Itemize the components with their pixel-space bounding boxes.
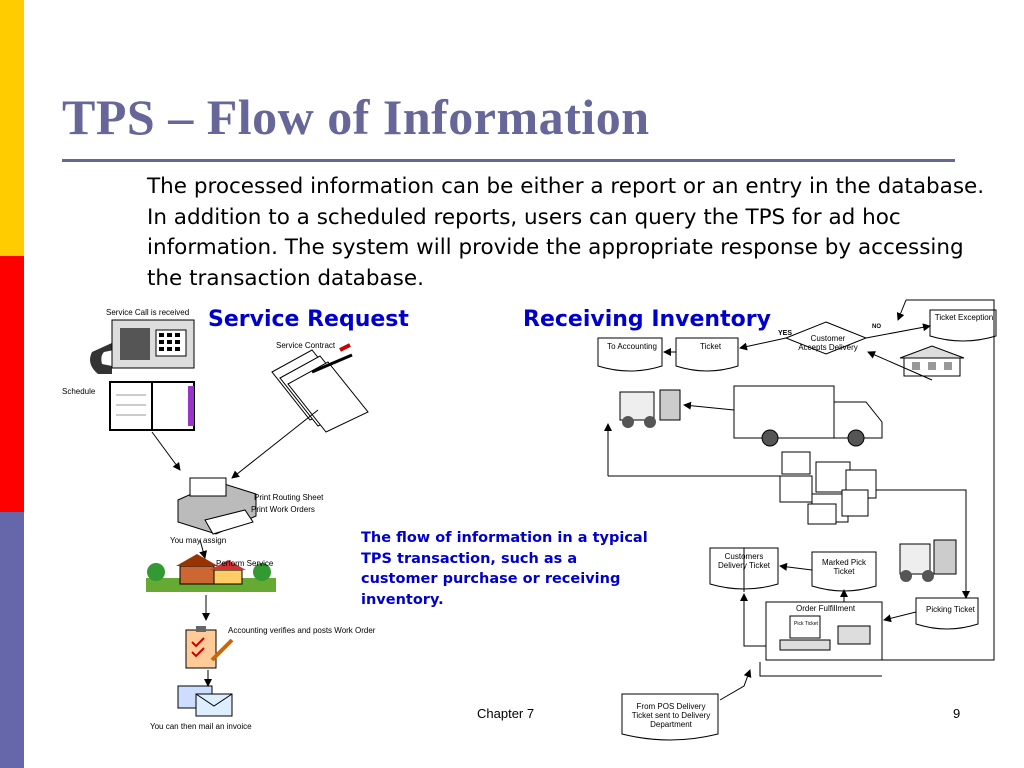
label-you-may-assign: You may assign xyxy=(170,536,227,545)
footer-chapter: Chapter 7 xyxy=(477,706,535,721)
contract-icon xyxy=(271,343,369,433)
clipboard-icon xyxy=(185,626,234,669)
receiving-inventory-heading: Receiving Inventory xyxy=(523,307,771,332)
ticket-exception-doc xyxy=(929,309,997,342)
slide-title: TPS – Flow of Information xyxy=(62,89,650,145)
ticket-doc xyxy=(675,337,739,372)
label-print-work-orders: Print Work Orders xyxy=(251,505,315,514)
label-picking-ticket: Picking Ticket xyxy=(926,605,975,614)
accent-stripe-yellow xyxy=(0,0,24,256)
telephone-icon xyxy=(90,319,195,374)
label-customer-accepts: Customer Accepts Delivery xyxy=(798,334,858,352)
label-order-fulfillment: Order Fulfillment xyxy=(796,604,856,613)
label-print-routing: Print Routing Sheet xyxy=(254,493,324,502)
truck-icon xyxy=(733,385,883,447)
diagram-caption: The flow of information in a typical TPS… xyxy=(361,530,648,608)
printer-icon xyxy=(177,477,257,535)
label-service-contract: Service Contract xyxy=(276,341,336,350)
accent-stripe-red xyxy=(0,256,24,512)
forklift-icon xyxy=(619,389,681,428)
label-screen-text: Pick Ticket xyxy=(794,621,818,627)
store-icon xyxy=(899,345,965,377)
title-underline xyxy=(62,159,955,162)
label-schedule: Schedule xyxy=(62,387,96,396)
house-scene-icon xyxy=(146,554,276,592)
page-number: 9 xyxy=(953,706,961,721)
intro-paragraph: The processed information can be either … xyxy=(147,174,985,291)
computer-icon xyxy=(779,615,871,651)
service-request-heading: Service Request xyxy=(208,307,409,332)
label-mail-invoice: You can then mail an invoice xyxy=(150,722,252,731)
warehouse-boxes-icon xyxy=(779,451,877,525)
label-to-accounting: To Accounting xyxy=(607,342,657,351)
label-no: NO xyxy=(872,324,881,330)
decision-diamond xyxy=(784,321,868,355)
accent-stripe-blue xyxy=(0,512,24,768)
planner-icon xyxy=(109,381,195,431)
label-ticket: Ticket xyxy=(700,342,722,351)
label-yes: YES xyxy=(778,330,793,337)
label-service-call: Service Call is received xyxy=(106,308,190,317)
label-marked-pick-ticket: Marked Pick Ticket xyxy=(821,558,866,576)
from-pos-doc xyxy=(621,693,719,741)
to-accounting-doc xyxy=(597,337,663,372)
forklift-icon-2 xyxy=(899,539,957,582)
label-ticket-exception: Ticket Exception xyxy=(934,313,994,322)
label-accounting: Accounting verifies and posts Work Order xyxy=(228,626,376,635)
label-customers-delivery-ticket: Customers Delivery Ticket xyxy=(717,552,770,570)
label-from-pos: From POS Delivery Ticket sent to Deliver… xyxy=(631,702,711,729)
picking-ticket-doc xyxy=(915,597,979,630)
label-perform-service: Perform Service xyxy=(216,559,274,568)
envelope-icon xyxy=(177,685,233,717)
